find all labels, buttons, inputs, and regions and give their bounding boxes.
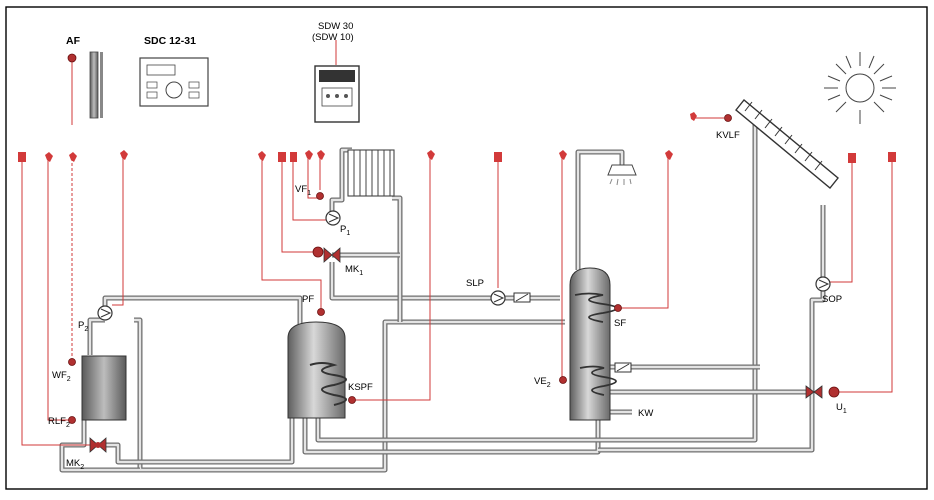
- label-mk2: MK2: [66, 458, 84, 471]
- label-p2: P2: [78, 320, 88, 333]
- label-sdc: SDC 12-31: [144, 35, 196, 47]
- label-slp: SLP: [466, 278, 484, 289]
- label-af: AF: [66, 35, 81, 47]
- shower-icon: [607, 164, 637, 186]
- mixing-valve-mk2: [89, 437, 107, 453]
- pump-p1: [325, 210, 341, 226]
- sdc-controller-icon: [139, 57, 209, 107]
- label-sdw-line1: SDW 30: [318, 21, 353, 32]
- pump-slp: [490, 290, 531, 306]
- boiler-icon: [81, 355, 127, 421]
- dhw-tank-icon: [569, 267, 618, 421]
- check-valve-solar: [614, 362, 632, 373]
- label-kw: KW: [638, 408, 653, 419]
- label-sop: SOP: [822, 294, 842, 305]
- label-ve2: VE2: [534, 376, 551, 389]
- mixing-valve-mk1: [312, 246, 341, 263]
- diverter-valve-u1: [805, 385, 840, 399]
- pipework: [59, 120, 826, 473]
- outdoor-sensor-af: [67, 51, 103, 119]
- label-sf: SF: [614, 318, 626, 329]
- pump-sop: [815, 276, 831, 292]
- label-p1: P1: [340, 224, 350, 237]
- solar-collector-icon: [735, 99, 839, 189]
- diagram-frame: [5, 6, 928, 490]
- sun-icon: [824, 52, 896, 124]
- label-kvlf: KVLF: [716, 130, 740, 141]
- temperature-sensors: [68, 114, 732, 424]
- label-vf1: VF1: [295, 184, 311, 197]
- label-u1: U1: [836, 402, 847, 415]
- pump-p2: [97, 305, 113, 321]
- buffer-tank-icon: [287, 321, 347, 419]
- wire-terminals: [18, 112, 896, 163]
- label-sdw-line2: (SDW 10): [312, 32, 354, 43]
- sdw-room-unit-icon: [314, 65, 360, 123]
- label-wf2: WF2: [52, 370, 71, 383]
- label-kspf: KSPF: [348, 382, 373, 393]
- label-pf: PF: [302, 294, 314, 305]
- label-rlf2: RLF2: [48, 416, 70, 429]
- signal-wires: [21, 40, 893, 446]
- radiator-icon: [347, 149, 395, 197]
- label-mk1: MK1: [345, 264, 363, 277]
